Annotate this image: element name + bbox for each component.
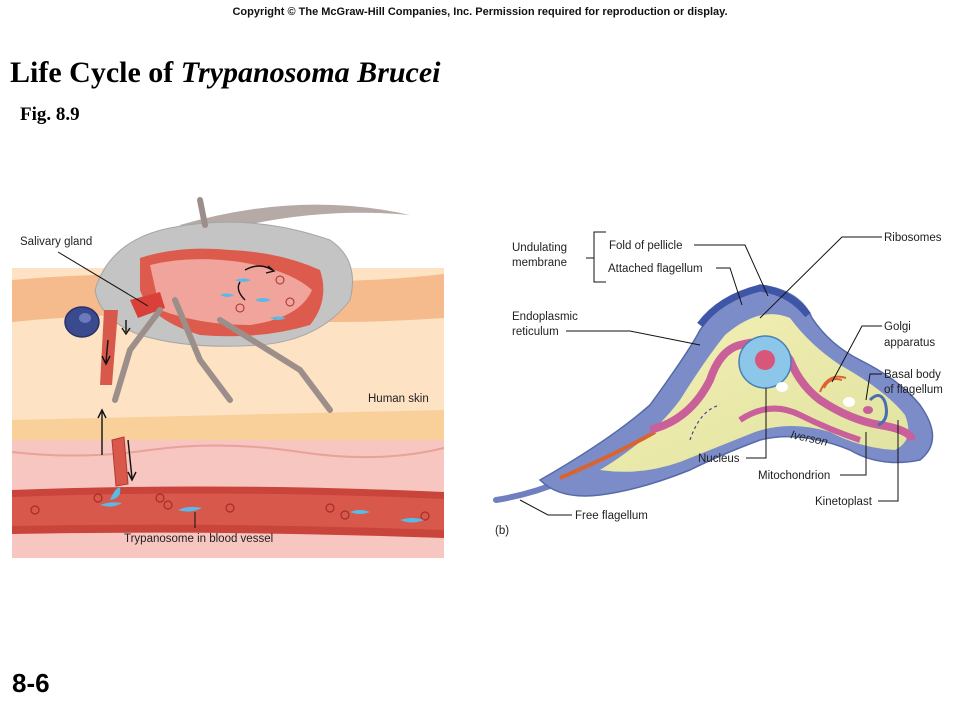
fly-gut-cells xyxy=(235,275,295,313)
copyright-notice: Copyright © The McGraw-Hill Companies, I… xyxy=(232,6,728,18)
fly-arrows xyxy=(101,265,276,366)
panel-b-cell-diagram: Undulating membrane Fold of pellicle Att… xyxy=(493,231,943,537)
leader-free-flagellum xyxy=(519,499,572,516)
attached-flagellum-shape xyxy=(559,430,656,480)
dermis-fold xyxy=(12,444,444,459)
label-undulating-1: Undulating xyxy=(512,242,567,254)
proboscis-tube xyxy=(111,436,129,487)
label-basal-1: Basal body xyxy=(884,369,941,381)
fly-wing xyxy=(180,204,410,240)
leader-golgi xyxy=(831,325,882,383)
mitochondrion-branch xyxy=(738,405,861,443)
label-undulating-2: membrane xyxy=(512,257,567,269)
label-kinetoplast: Kinetoplast xyxy=(815,496,873,508)
golgi-shape xyxy=(819,375,847,393)
fly-eye-highlight xyxy=(79,313,91,323)
label-panel-b: (b) xyxy=(495,525,509,537)
bracket-undulating-membrane xyxy=(593,231,606,283)
label-mitochondrion: Mitochondrion xyxy=(758,470,830,482)
leader-fold-of-pellicle xyxy=(694,244,769,297)
leader-ribosomes xyxy=(759,236,882,319)
title-italic: Trypanosoma Brucei xyxy=(180,56,441,89)
slide-number: 8-6 xyxy=(12,668,50,698)
label-nucleus: Nucleus xyxy=(698,453,740,465)
basal-body-shape xyxy=(868,394,888,427)
label-salivary-gland: Salivary gland xyxy=(20,236,92,248)
label-ribosomes: Ribosomes xyxy=(884,232,942,244)
fly-legs xyxy=(112,197,333,413)
vacuole-2 xyxy=(843,397,855,407)
leader-basal xyxy=(865,373,882,401)
undulating-membrane-shape xyxy=(697,284,811,328)
label-basal-2: of flagellum xyxy=(884,384,943,396)
trypanosomes-in-fly xyxy=(220,278,286,320)
trypanosome-entering xyxy=(110,487,121,500)
label-er-2: reticulum xyxy=(512,326,559,338)
label-fold-of-pellicle: Fold of pellicle xyxy=(609,240,683,252)
kinetoplast-shape xyxy=(863,406,873,414)
label-attached-flagellum: Attached flagellum xyxy=(608,263,703,275)
skin-arrows xyxy=(97,408,137,482)
label-free-flagellum: Free flagellum xyxy=(575,510,648,522)
leader-salivary-gland xyxy=(57,251,149,307)
fly-gut-inner xyxy=(150,259,312,325)
title-plain: Life Cycle of xyxy=(10,56,181,89)
leader-nucleus xyxy=(746,388,767,459)
leader-mitochondrion xyxy=(840,432,867,476)
panel-a-skin-diagram: Salivary gland Human skin Trypanosome in… xyxy=(12,197,444,558)
label-trypanosome-vessel: Trypanosome in blood vessel xyxy=(124,533,273,545)
label-human-skin: Human skin xyxy=(368,393,429,405)
label-golgi-2: apparatus xyxy=(884,337,935,349)
label-er-1: Endoplasmic xyxy=(512,311,578,323)
leader-er xyxy=(566,330,701,346)
nucleolus-shape xyxy=(755,350,775,370)
er-shape xyxy=(689,404,721,441)
salivary-gland-organ xyxy=(130,292,165,318)
blood-cells xyxy=(30,493,430,521)
label-golgi-1: Golgi xyxy=(884,321,911,333)
trypanosomes-in-vessel xyxy=(100,502,424,523)
slide-title: Life Cycle of Trypanosoma Brucei xyxy=(10,56,441,90)
tsetse-fly xyxy=(64,197,410,413)
leader-attached-flagellum xyxy=(716,267,743,306)
figure-label: Fig. 8.9 xyxy=(20,104,80,125)
fly-mouthpart xyxy=(100,310,118,385)
leader-kinetoplast xyxy=(878,420,899,502)
vacuole-1 xyxy=(776,382,788,392)
